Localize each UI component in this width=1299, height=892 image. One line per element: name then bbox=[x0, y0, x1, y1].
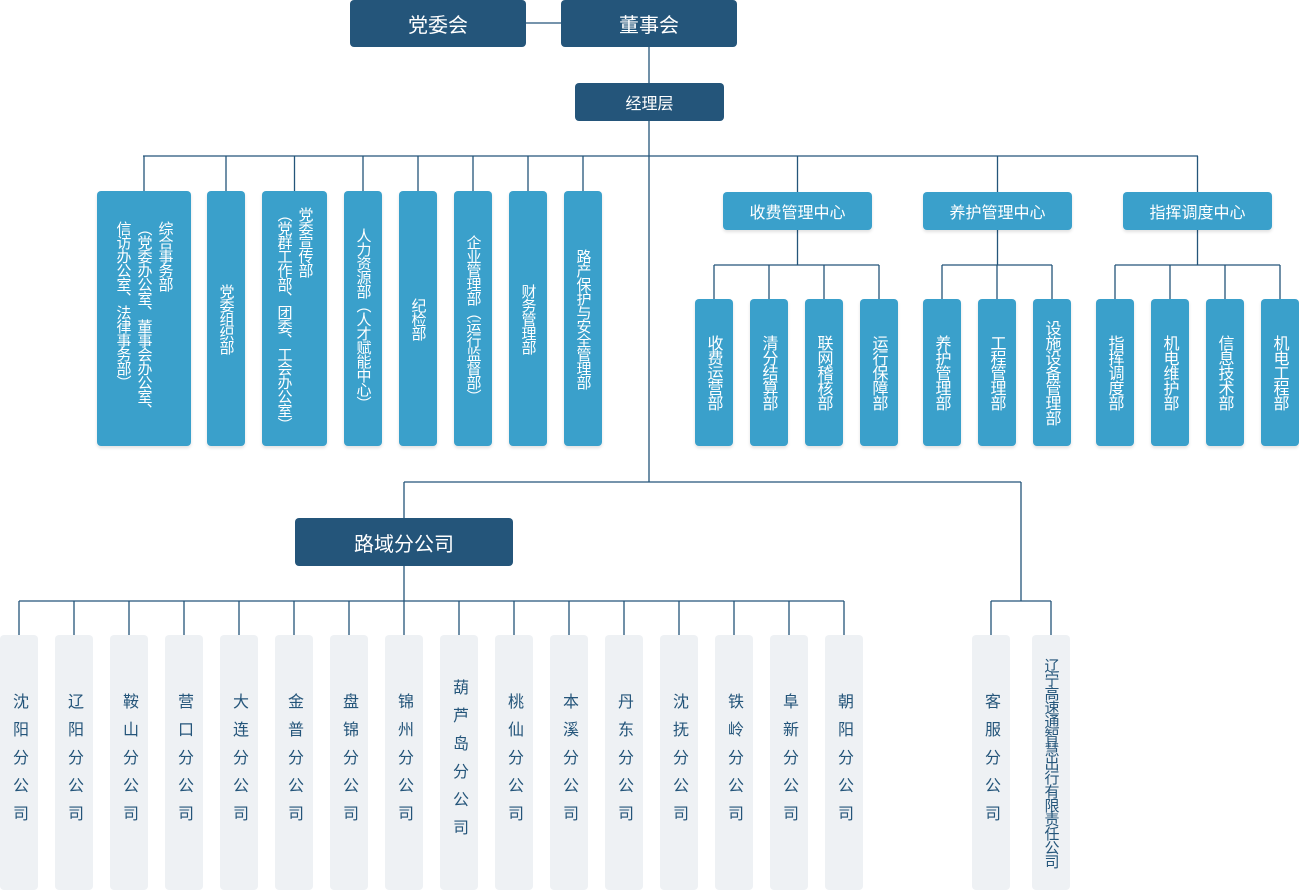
party-committee-node[interactable]: 党委会 bbox=[350, 0, 526, 47]
branch-node[interactable]: 葫芦岛分公司 bbox=[440, 635, 478, 890]
branch-node[interactable]: 本溪分公司 bbox=[550, 635, 588, 890]
center-node[interactable]: 收费管理中心 bbox=[723, 192, 872, 230]
branch-node[interactable]: 锦州分公司 bbox=[385, 635, 423, 890]
department-node[interactable]: 纪检部 bbox=[399, 191, 437, 446]
sub-department-node[interactable]: 收费运营部 bbox=[695, 299, 733, 446]
branch-node[interactable]: 鞍山分公司 bbox=[110, 635, 148, 890]
sub-department-node[interactable]: 机电维护部 bbox=[1151, 299, 1189, 446]
department-node[interactable]: 财务管理部 bbox=[509, 191, 547, 446]
center-node[interactable]: 养护管理中心 bbox=[923, 192, 1072, 230]
sub-department-node[interactable]: 清分结算部 bbox=[750, 299, 788, 446]
branch-node[interactable]: 朝阳分公司 bbox=[825, 635, 863, 890]
branch-node[interactable]: 桃仙分公司 bbox=[495, 635, 533, 890]
sub-department-node[interactable]: 设施设备管理部 bbox=[1033, 299, 1071, 446]
service-branch-node[interactable]: 客服分公司 bbox=[972, 635, 1010, 890]
department-node[interactable]: 党委宣传部 （党群工作部、团委、工会办公室） bbox=[262, 191, 327, 446]
department-node[interactable]: 路产保护与安全管理部 bbox=[564, 191, 602, 446]
department-node[interactable]: 党委组织部 bbox=[207, 191, 245, 446]
sub-department-node[interactable]: 指挥调度部 bbox=[1096, 299, 1134, 446]
branch-node[interactable]: 沈抚分公司 bbox=[660, 635, 698, 890]
department-node[interactable]: 人力资源部（人才赋能中心） bbox=[344, 191, 382, 446]
sub-department-node[interactable]: 养护管理部 bbox=[923, 299, 961, 446]
branch-node[interactable]: 盘锦分公司 bbox=[330, 635, 368, 890]
department-node[interactable]: 综合事务部 （党委办公室、董事会办公室、 信访办公室、法律事务部） bbox=[97, 191, 191, 446]
branch-node[interactable]: 金普分公司 bbox=[275, 635, 313, 890]
sub-department-node[interactable]: 信息技术部 bbox=[1206, 299, 1244, 446]
sub-department-node[interactable]: 机电工程部 bbox=[1261, 299, 1299, 446]
branch-node[interactable]: 阜新分公司 bbox=[770, 635, 808, 890]
sub-department-node[interactable]: 工程管理部 bbox=[978, 299, 1016, 446]
branch-node[interactable]: 营口分公司 bbox=[165, 635, 203, 890]
sub-department-node[interactable]: 运行保障部 bbox=[860, 299, 898, 446]
regional-branch-node[interactable]: 路域分公司 bbox=[295, 518, 513, 566]
branch-node[interactable]: 沈阳分公司 bbox=[0, 635, 38, 890]
smart-travel-company-node[interactable]: 辽宁高速通智慧出行有限责任公司 bbox=[1032, 635, 1070, 890]
department-node[interactable]: 企业管理部（运行监督部） bbox=[454, 191, 492, 446]
sub-department-node[interactable]: 联网稽核部 bbox=[805, 299, 843, 446]
center-node[interactable]: 指挥调度中心 bbox=[1123, 192, 1272, 230]
management-node[interactable]: 经理层 bbox=[575, 83, 724, 121]
branch-node[interactable]: 大连分公司 bbox=[220, 635, 258, 890]
branch-node[interactable]: 铁岭分公司 bbox=[715, 635, 753, 890]
board-node[interactable]: 董事会 bbox=[561, 0, 737, 47]
branch-node[interactable]: 辽阳分公司 bbox=[55, 635, 93, 890]
branch-node[interactable]: 丹东分公司 bbox=[605, 635, 643, 890]
